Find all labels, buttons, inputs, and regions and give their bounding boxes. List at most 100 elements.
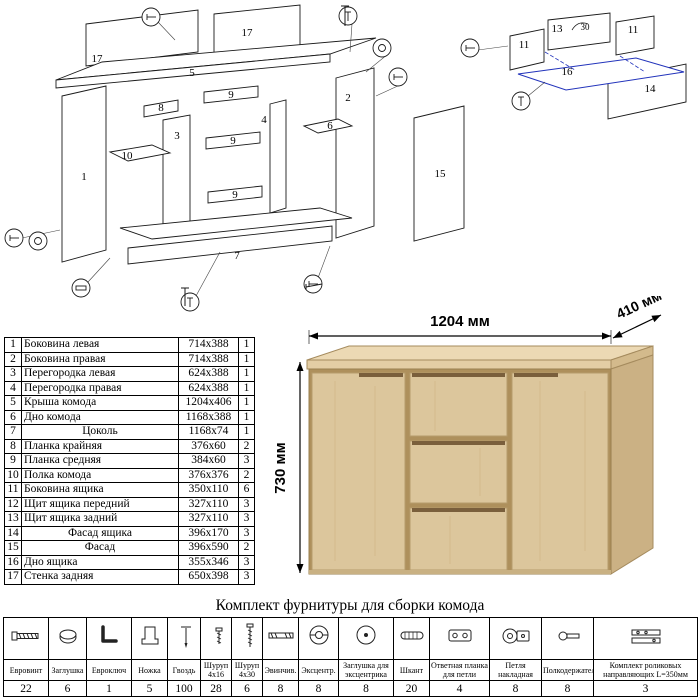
height-dimension: 730 мм: [272, 362, 304, 573]
part-size: 355x346: [178, 554, 239, 570]
nail-icon: [181, 626, 191, 648]
assembly-guide-lines: [544, 51, 646, 73]
part-label: 9: [232, 189, 238, 201]
cam-lock-icon: [309, 625, 328, 645]
width-dimension: 1204 мм: [308, 313, 612, 344]
angle-label: 30: [581, 22, 591, 32]
part-name: Перегородка правая: [21, 380, 179, 396]
hardware-qty: 28: [200, 680, 232, 697]
shelf-pin-icon: [558, 631, 579, 641]
dowel-screw-icon: [268, 632, 294, 639]
part-label: 2: [345, 92, 351, 104]
part-qty: 6: [238, 482, 255, 498]
hardware-name: Комплект роликовых направляющих L=350мм: [593, 659, 698, 681]
part-qty: 3: [238, 496, 255, 512]
part-number: 15: [4, 540, 22, 556]
part-qty: 1: [238, 366, 255, 382]
part-size: 624x388: [178, 380, 239, 396]
wood-grain: [334, 381, 586, 564]
hardware-qty: 100: [167, 680, 201, 697]
part-qty: 2: [238, 540, 255, 556]
part-name: Цоколь: [21, 424, 179, 440]
exploded-assembly-diagram: 17 5 17 8 3 10 1 9 4 2 9 9 6 15 7 11 13 …: [4, 4, 687, 312]
part-size: 376x376: [178, 467, 239, 483]
part-number: 2: [4, 351, 22, 367]
part-name: Боковина ящика: [21, 482, 179, 498]
cam-callout-icon: [28, 231, 48, 251]
hardware-name: Ответная планка для петли: [429, 659, 490, 681]
part-label: 1: [81, 171, 87, 183]
hardware-name: Гвоздь: [167, 659, 201, 681]
hardware-qty: 22: [3, 680, 49, 697]
bolt-callout-icon: [338, 6, 358, 26]
part-label: 6: [327, 120, 333, 132]
dresser-render: 1204 мм 410 мм 730 мм: [272, 296, 664, 575]
hinge-plate-icon: [448, 629, 471, 642]
part-label: 10: [122, 150, 134, 162]
part-size: 350x110: [178, 482, 239, 498]
dresser-right-door: [511, 372, 609, 571]
confirmat-icon: [11, 631, 39, 641]
part-qty: 1: [238, 380, 255, 396]
part-name: Полка комода: [21, 467, 179, 483]
part-qty: 3: [238, 554, 255, 570]
part-number: 17: [4, 569, 22, 585]
hardware-kit-title: Комплект фурнитуры для сборки комода: [215, 597, 485, 614]
part-label: 11: [628, 24, 639, 36]
part-size: 714x388: [178, 351, 239, 367]
screw-callout-icon: [388, 67, 408, 87]
part-label: 17: [242, 27, 254, 39]
part-qty: 3: [238, 453, 255, 469]
part-number-labels: 17 5 17 8 3 10 1 9 4 2 9 9 6 15 7 11 13 …: [81, 22, 656, 262]
screw-4x16-icon: [215, 627, 223, 644]
part-size: 624x388: [178, 366, 239, 382]
hardware-table: Евровинт Заглушка Евроключ Ножка Гвоздь …: [3, 617, 698, 697]
part-number: 14: [4, 525, 22, 541]
hardware-name: Полкодержатель: [541, 659, 594, 681]
part-qty: 1: [238, 409, 255, 425]
screw-callout-icon: [180, 292, 200, 312]
plug-icon: [59, 629, 76, 644]
hardware-name: Евровинт: [3, 659, 49, 681]
cabinet-panels: [55, 4, 465, 265]
dresser-top-edge: [306, 359, 612, 370]
wood-dowel-icon: [400, 631, 424, 640]
hardware-qty-row: 22 6 1 5 100 28 6 8 8 8 20 4 8 8 3: [3, 680, 698, 697]
hardware-name: Шуруп 4x16: [200, 659, 232, 681]
depth-dimension: 410 мм: [612, 296, 664, 339]
part-size: 396x590: [178, 540, 239, 556]
hardware-qty: 8: [338, 680, 394, 697]
screw-callout-icon: [141, 7, 161, 27]
part-qty: 1: [238, 351, 255, 367]
part-label: 16: [562, 66, 574, 78]
angle-arrow: [571, 22, 589, 31]
part-label: 3: [174, 130, 180, 142]
part-label: 4: [261, 114, 267, 126]
part-number: 13: [4, 511, 22, 527]
drawer-bottom-panel: [517, 57, 685, 91]
part-qty: 3: [238, 525, 255, 541]
hinge-icon: [502, 628, 529, 644]
part-qty: 1: [238, 337, 255, 353]
hex-key-icon: [101, 625, 118, 643]
hardware-name: Заглушка для эксцентрика: [338, 659, 394, 681]
part-label: 7: [234, 250, 240, 262]
hardware-name: Эвинчив.: [262, 659, 299, 681]
part-size: 327x110: [178, 511, 239, 527]
hardware-qty: 6: [48, 680, 87, 697]
part-number: 7: [4, 424, 22, 440]
part-label: 8: [158, 102, 164, 114]
part-qty: 1: [238, 395, 255, 411]
